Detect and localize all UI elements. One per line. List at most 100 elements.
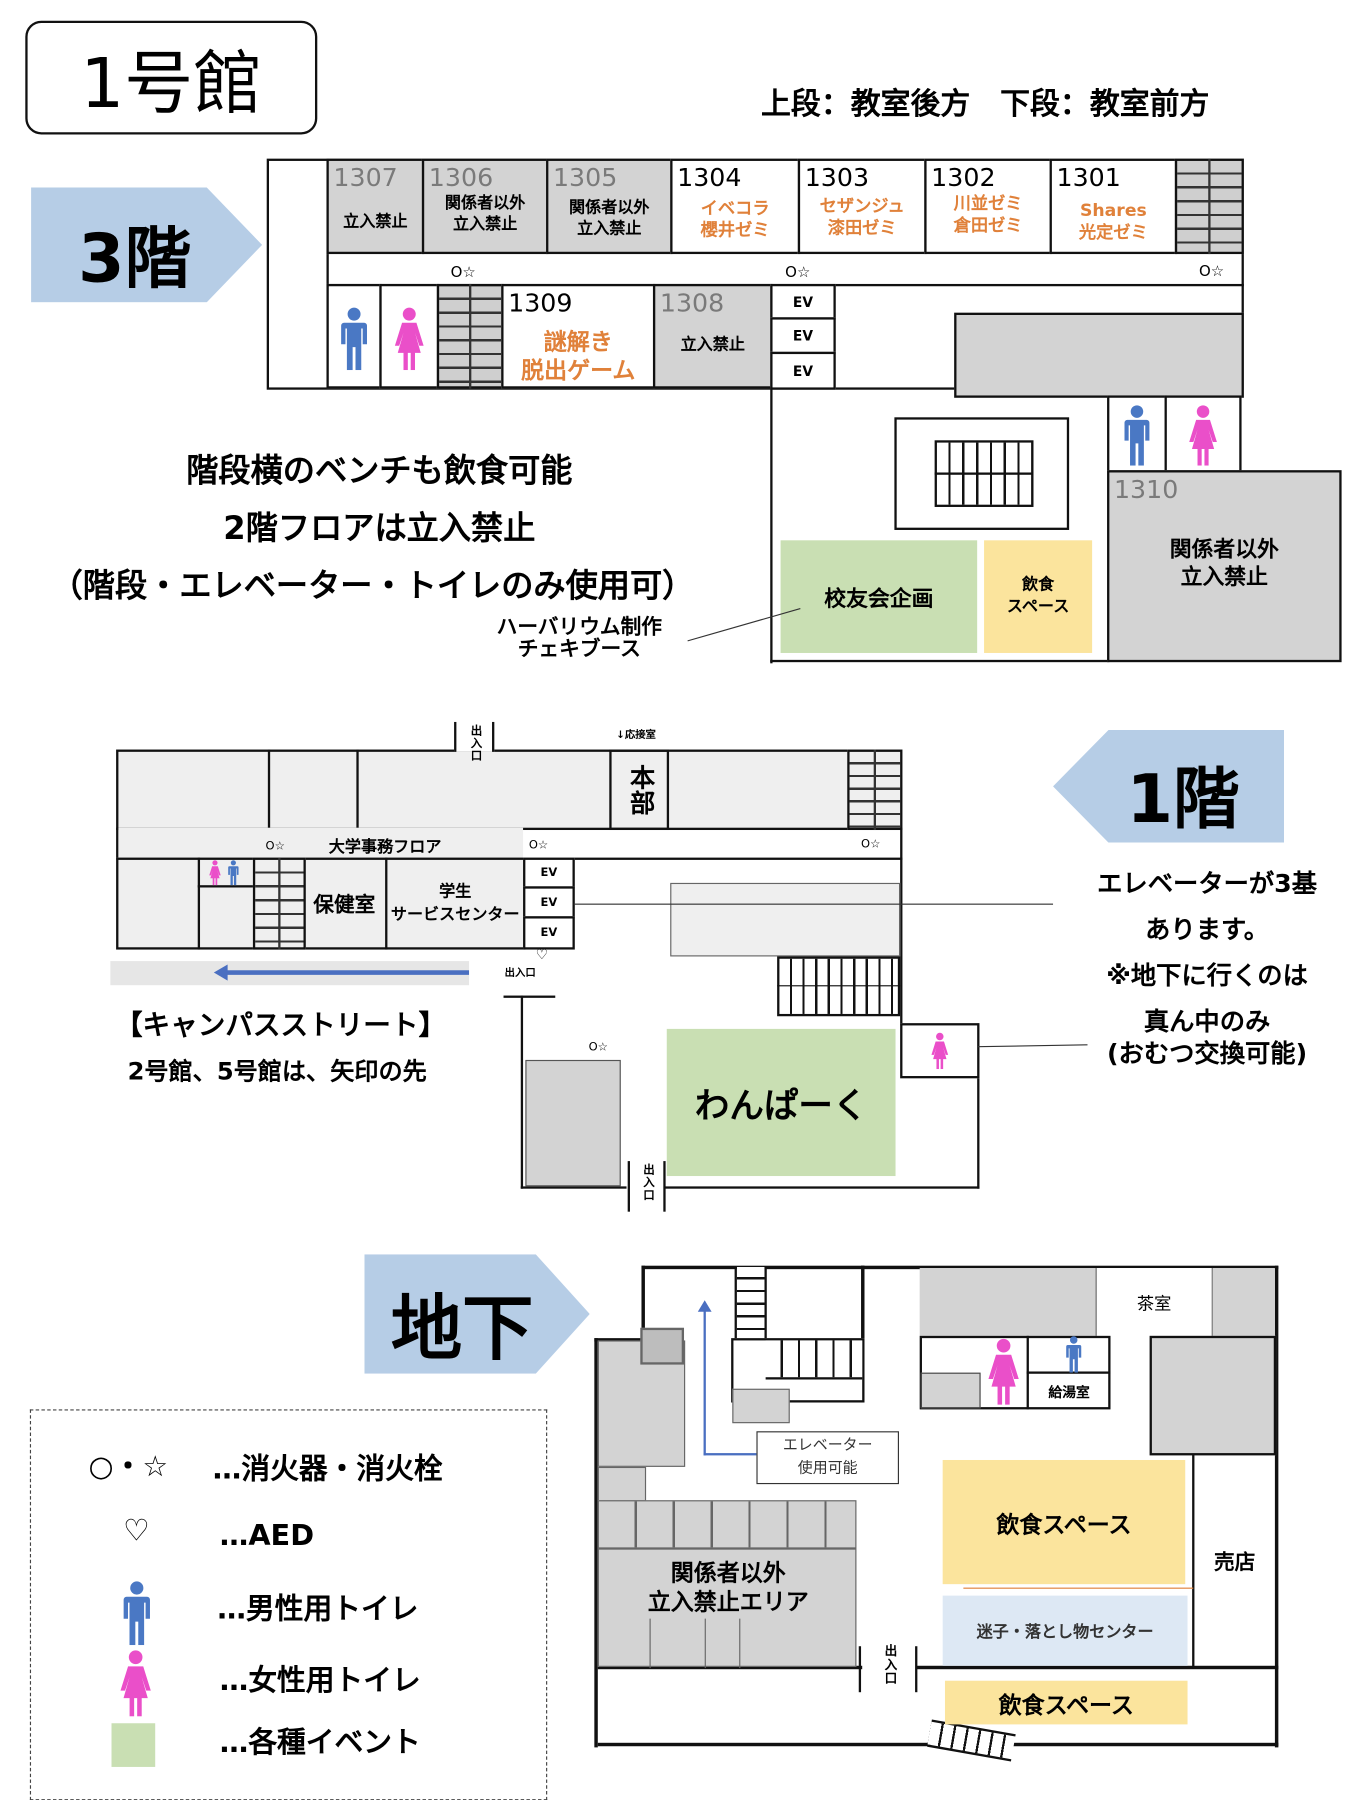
entrance-gap: [454, 721, 495, 752]
room-1306: 1306 関係者以外立入禁止: [421, 158, 549, 255]
extinguisher-marker: O☆: [265, 840, 285, 854]
floor-3-arrow: [31, 187, 263, 303]
wall: [641, 1265, 645, 1342]
female-toilet-icon: [900, 1023, 980, 1079]
student-service-center: 学生サービスセンター: [390, 882, 520, 925]
wall: [770, 659, 1110, 663]
reception-label: ↓応接室: [616, 729, 656, 742]
room-number: 1309: [508, 289, 573, 319]
legend-male-label: …男性用トイレ: [217, 1592, 419, 1626]
room-label: 立入禁止: [343, 212, 408, 232]
floor-1-label: 1階: [1126, 759, 1240, 839]
room-number: 1302: [931, 164, 996, 194]
room-number: 1303: [804, 164, 870, 194]
room-1308: 1308 立入禁止: [652, 283, 773, 389]
elevator: EV: [523, 916, 575, 950]
legend-aed-label: …AED: [219, 1518, 315, 1552]
room-number: 1310: [1113, 475, 1179, 505]
stairs: [765, 1340, 863, 1380]
room-1304: 1304 イベコラ櫻井ゼミ: [670, 158, 801, 255]
stair-divider: [873, 749, 876, 831]
arrow-shaft: [703, 1453, 757, 1456]
stair-divider: [1208, 158, 1211, 255]
wall: [356, 749, 359, 831]
male-toilet-icon: [326, 283, 382, 389]
wall: [326, 158, 329, 389]
wall: [663, 1161, 666, 1212]
honbu: 本部: [609, 749, 670, 831]
room-event: イベコラ櫻井ゼミ: [700, 197, 770, 241]
elevator: EV: [523, 857, 575, 889]
legend-female-label: …女性用トイレ: [219, 1663, 421, 1697]
corridor-fill: [118, 827, 524, 858]
lower-office-block: [116, 857, 526, 950]
room-1307: 1307 立入禁止: [326, 158, 425, 255]
room-event: 川並ゼミ倉田ゼミ: [953, 193, 1023, 236]
note-2f-closed: 2階フロアは立入禁止: [223, 509, 536, 548]
event-swatch: [111, 1723, 156, 1767]
note-2f-usage: （階段・エレベーター・トイレのみ使用可）: [50, 566, 695, 605]
stair-well: [894, 417, 1070, 530]
wall: [858, 1646, 862, 1693]
basement-arrow: [364, 1254, 590, 1374]
room-label: 関係者以外立入禁止: [1169, 536, 1279, 590]
office-block: [116, 749, 903, 831]
female-toilet-icon: [984, 1338, 1023, 1405]
food-space: 飲食スペース: [942, 1459, 1186, 1585]
male-toilet-icon: [225, 860, 241, 886]
extinguisher-icon: ○・☆: [88, 1449, 169, 1483]
extinguisher-marker: O☆: [588, 1041, 608, 1055]
basement-label: 地下: [390, 1286, 534, 1371]
wall: [1192, 1454, 1195, 1669]
food-space: 飲食スペース: [984, 540, 1093, 653]
event-area-koyukai: 校友会企画: [780, 540, 978, 653]
wall: [900, 857, 903, 1026]
event-area-wanpark: わんぱーく: [666, 1028, 896, 1177]
tea-room: 茶室: [1095, 1268, 1213, 1337]
stairs: [734, 1266, 767, 1341]
wall: [503, 995, 556, 998]
wall: [197, 885, 256, 888]
room-block: [640, 1327, 685, 1365]
room-event: セザンジュ漆田ゼミ: [819, 195, 905, 238]
wall: [267, 749, 271, 831]
floor-1-arrow: [1053, 729, 1285, 843]
room-block: [954, 312, 1244, 398]
stair-divider: [469, 283, 472, 389]
room-block: [525, 1059, 621, 1187]
entrance-label: 出入口: [504, 967, 536, 980]
room-number: 1307: [333, 164, 398, 194]
header-note: 上段：教室後方 下段：教室前方: [761, 87, 1210, 122]
stair-divider: [777, 985, 901, 987]
elevator-notes: エレベーターが3基 あります。 ※地下に行くのは: [1097, 870, 1318, 991]
wall: [1274, 1265, 1279, 1748]
extinguisher-marker: O☆: [785, 264, 811, 282]
room-block: [920, 1372, 981, 1409]
lost-and-found-center: 迷子・落とし物センター: [942, 1595, 1188, 1666]
room-number: 1304: [677, 164, 742, 194]
room-1305: 1305 関係者以外立入禁止: [546, 158, 673, 255]
room-label: 立入禁止: [680, 335, 745, 355]
room-event: 謎解き脱出ゲーム: [521, 327, 636, 384]
arrow-up-icon: [697, 1300, 712, 1312]
legend-extinguisher-label: …消火器・消火栓: [212, 1451, 443, 1486]
wall: [597, 1665, 863, 1670]
extinguisher-marker: O☆: [861, 838, 881, 851]
wall: [915, 1646, 918, 1693]
elevator: EV: [770, 351, 836, 390]
extinguisher-marker: O☆: [1199, 263, 1225, 281]
elevator: EV: [770, 317, 836, 355]
divider-line: [963, 1587, 1194, 1589]
female-toilet-icon: [1164, 395, 1242, 473]
female-toilet-icon: [207, 860, 223, 886]
room-block: [597, 1466, 647, 1502]
stairs: [777, 956, 901, 1017]
building-title: 1号館: [25, 20, 318, 135]
wall: [597, 1742, 932, 1747]
leader-line: [573, 903, 1054, 905]
room-1303: 1303 セザンジュ漆田ゼミ: [797, 158, 927, 255]
floor-3-label: 3階: [78, 219, 192, 298]
room-number: 1308: [659, 289, 725, 319]
wall: [770, 387, 773, 664]
